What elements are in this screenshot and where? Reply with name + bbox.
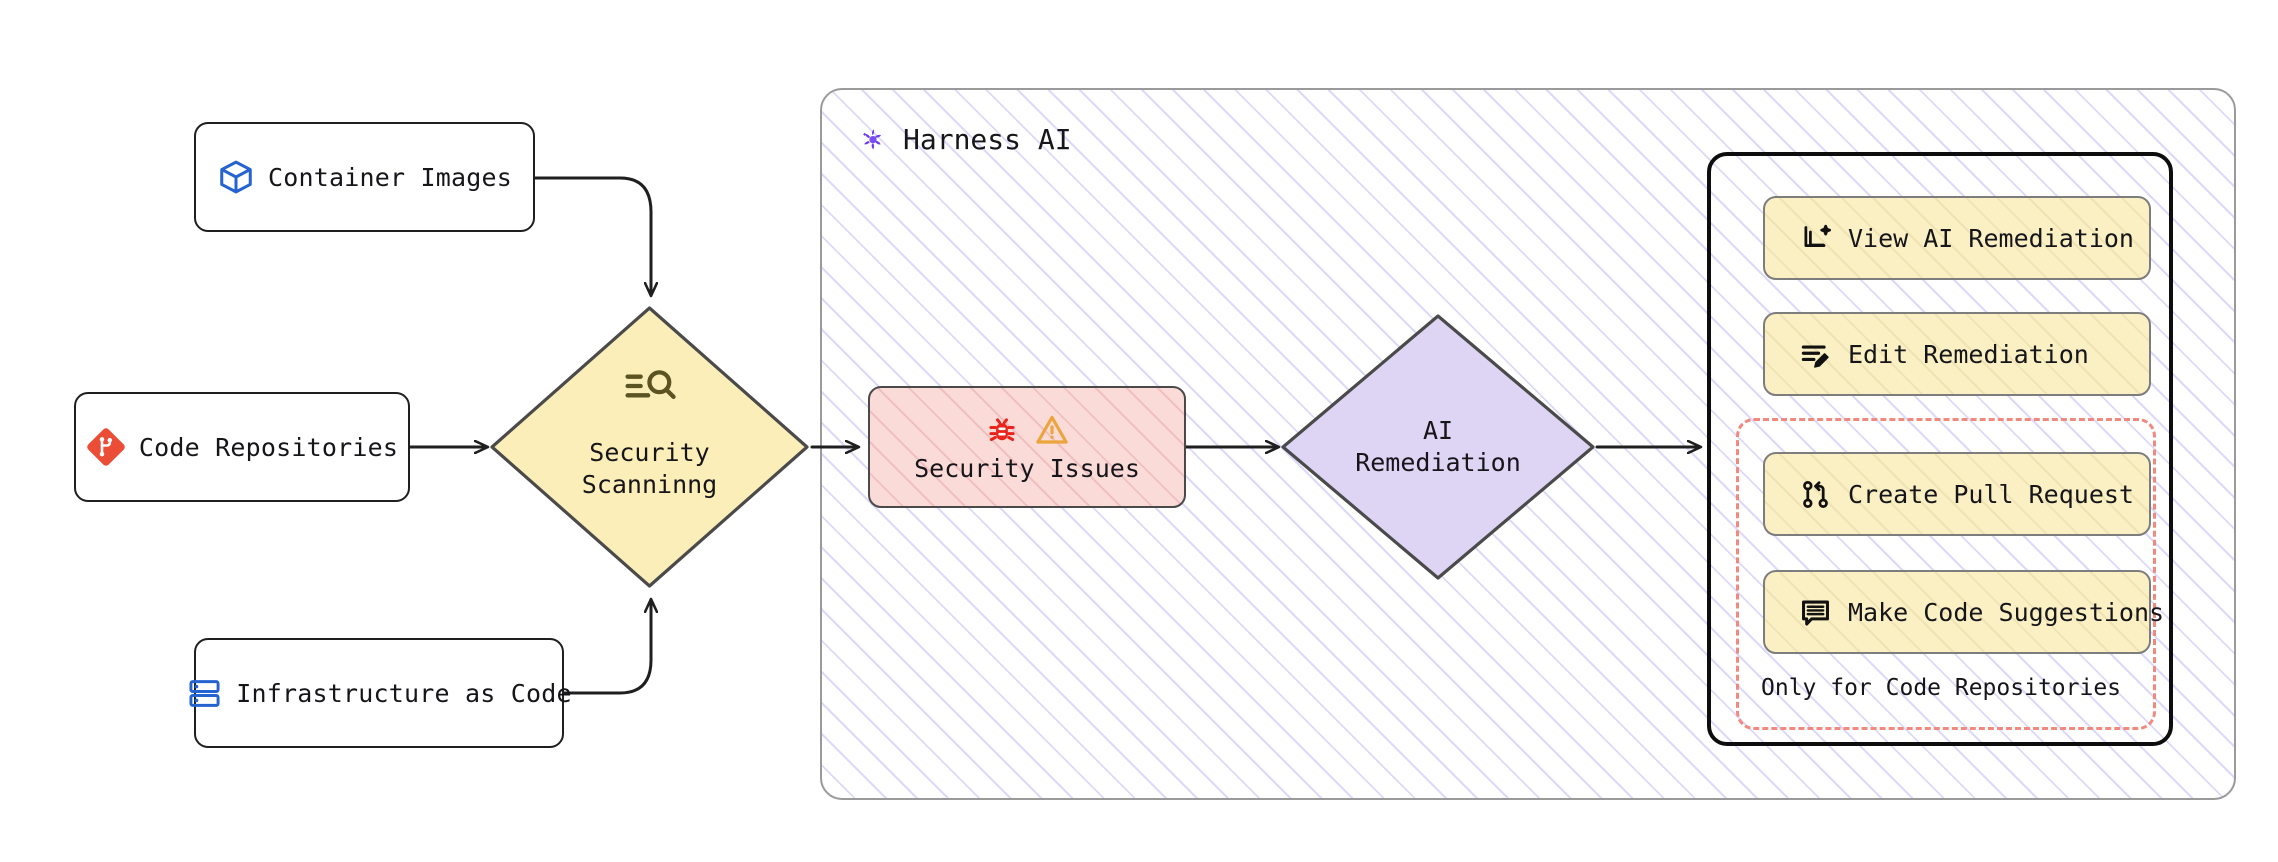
container-cube-icon: [217, 158, 255, 196]
node-infrastructure-as-code[interactable]: Infrastructure as Code: [189, 638, 572, 748]
node-security-scanning[interactable]: Security Scanninng: [487, 303, 812, 591]
harness-ai-title: Harness AI: [856, 122, 1072, 156]
edge-iac-to-scan: [562, 600, 651, 695]
code-repo-only-note: Only for Code Repositories: [1761, 675, 2122, 701]
git-icon: [86, 427, 126, 467]
action-make-code-suggestions[interactable]: Make Code Suggestions: [1763, 570, 2164, 654]
action-label: View AI Remediation: [1848, 223, 2134, 253]
security-issues-icons: [984, 412, 1070, 448]
scan-search-icon: [622, 363, 678, 413]
harness-ai-label: Harness AI: [903, 122, 1072, 156]
infrastructure-as-code-label: Infrastructure as Code: [236, 678, 572, 708]
edge-container-to-scan: [533, 176, 651, 295]
node-security-issues[interactable]: Security Issues: [868, 386, 1186, 508]
container-images-label: Container Images: [267, 162, 513, 192]
action-label: Edit Remediation: [1848, 339, 2089, 369]
ai-remediation-shape: [1281, 314, 1595, 580]
security-scanning-shape: [490, 306, 809, 588]
edit-lines-pencil-icon: [1799, 338, 1832, 371]
action-label: Create Pull Request: [1848, 479, 2134, 509]
node-container-images[interactable]: Container Images: [194, 122, 535, 232]
comment-lines-icon: [1799, 596, 1832, 629]
ai-document-sparkle-icon: [1799, 222, 1832, 255]
node-ai-remediation[interactable]: AI Remediation: [1278, 311, 1598, 583]
server-rack-icon: [186, 675, 223, 712]
node-code-repositories[interactable]: Code Repositories: [74, 392, 410, 502]
security-scanning-label: Security Scanninng: [581, 438, 718, 499]
code-repo-only-group: [1736, 418, 2156, 730]
ai-remediation-label: AI Remediation: [1355, 416, 1521, 477]
action-view-ai-remediation[interactable]: View AI Remediation: [1763, 196, 2151, 280]
action-create-pull-request[interactable]: Create Pull Request: [1763, 452, 2151, 536]
bug-icon: [984, 412, 1020, 448]
warning-triangle-icon: [1034, 412, 1070, 448]
action-label: Make Code Suggestions: [1848, 597, 2165, 627]
pull-request-icon: [1799, 478, 1832, 511]
actions-panel: [1707, 152, 2173, 746]
action-edit-remediation[interactable]: Edit Remediation: [1763, 312, 2151, 396]
security-issues-label: Security Issues: [914, 453, 1140, 483]
harness-logo-icon: [856, 122, 890, 156]
code-repositories-label: Code Repositories: [138, 432, 399, 462]
